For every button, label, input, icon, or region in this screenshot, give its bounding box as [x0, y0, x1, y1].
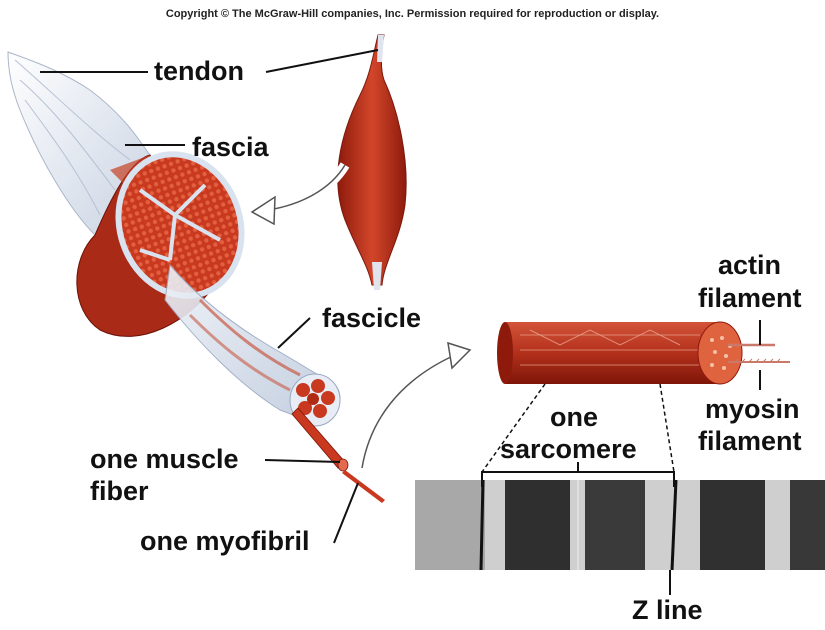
label-actin-line2: filament [698, 285, 802, 312]
label-myosin-line2: filament [698, 428, 802, 455]
label-muscle-fiber-line1: one muscle [90, 446, 239, 473]
label-z-line: Z line [632, 597, 703, 624]
myofibril-cylinder [497, 322, 790, 384]
label-sarcomere-line2: sarcomere [500, 436, 637, 463]
label-muscle-fiber-line2: fiber [90, 478, 149, 505]
label-actin-line1: actin [718, 252, 781, 279]
label-myosin-line1: myosin [705, 396, 800, 423]
label-fascia: fascia [192, 134, 269, 161]
label-tendon: tendon [154, 58, 244, 85]
whole-muscle [338, 35, 406, 290]
arrow-myofibril-to-cylinder [362, 343, 470, 468]
fascicle [165, 265, 340, 426]
label-sarcomere-line1: one [550, 404, 598, 431]
arrow-muscle-to-bundle [252, 165, 345, 224]
label-fascicle: fascicle [322, 305, 421, 332]
sarcomere-micrograph [415, 480, 825, 570]
muscle-fiber [292, 408, 385, 503]
label-myofibril: one myofibril [140, 528, 310, 555]
